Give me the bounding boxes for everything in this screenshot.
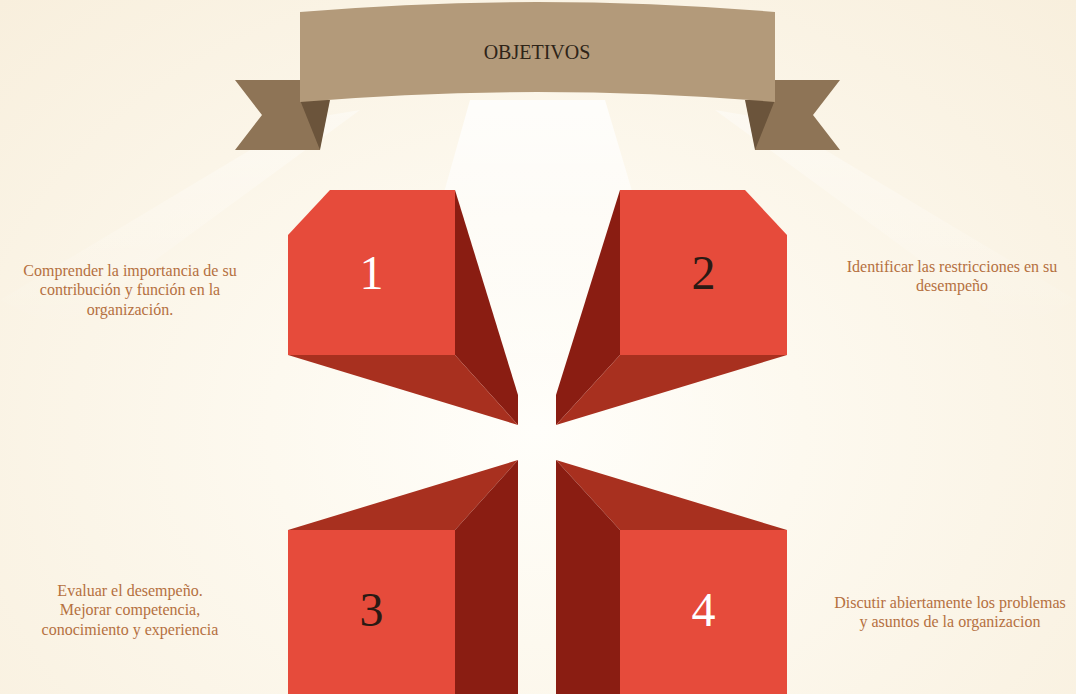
number-block: 3 (288, 530, 455, 690)
callout-number: 3 (360, 586, 384, 634)
number-block: 1 (288, 190, 455, 355)
number-block: 2 (620, 190, 787, 355)
objective-text: Identificar las restricciones en su dese… (836, 257, 1068, 295)
callout-number: 1 (360, 249, 384, 297)
block-front (620, 530, 787, 694)
callout-number: 2 (692, 249, 716, 297)
objective-text: Discutir abiertamente los problemas y as… (832, 593, 1068, 631)
block-front (288, 190, 455, 355)
number-block: 4 (620, 530, 787, 690)
banner-title: OBJETIVOS (484, 41, 591, 64)
block-front (288, 530, 455, 694)
block-front (620, 190, 787, 355)
objective-text: Comprender la importancia de su contribu… (15, 261, 245, 319)
block-bottom (556, 355, 787, 425)
block-bottom (288, 355, 518, 425)
callout-number: 4 (692, 586, 716, 634)
objective-text: Evaluar el desempeño. Mejorar competenci… (30, 581, 230, 639)
block-side (455, 460, 518, 694)
banner-fold (300, 100, 330, 150)
banner-fold (745, 100, 775, 150)
block-side (556, 460, 620, 694)
banner (300, 2, 775, 102)
